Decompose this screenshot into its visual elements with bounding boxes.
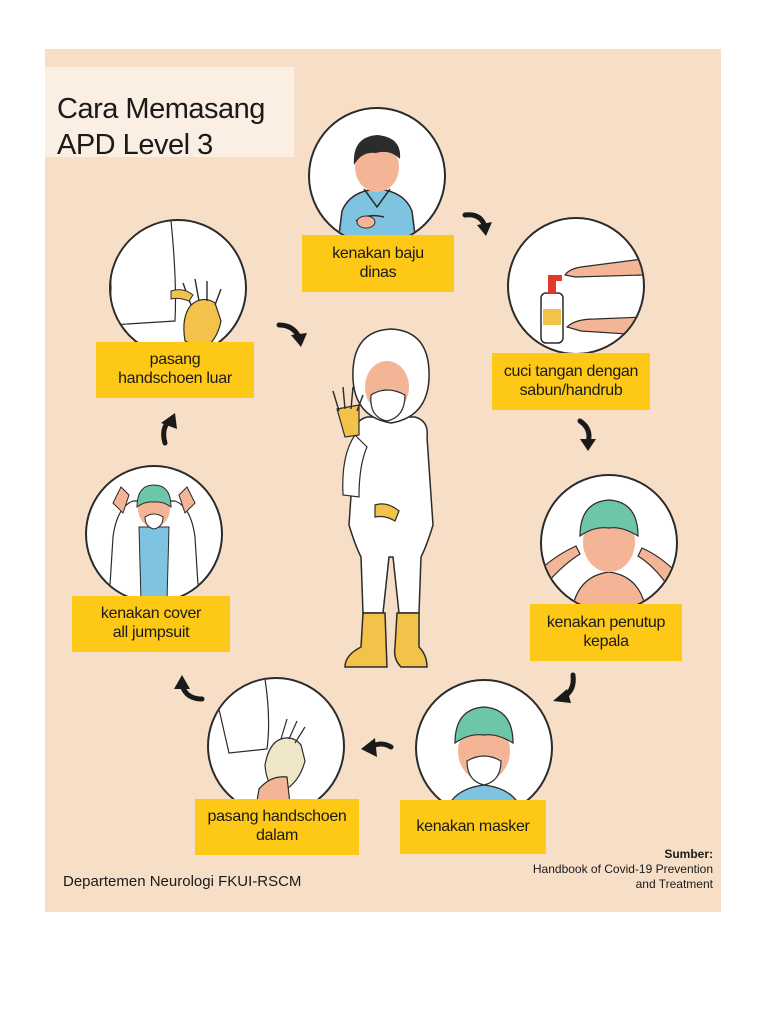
title-box: Cara Memasang APD Level 3 [45, 67, 294, 161]
step-3-label: kenakan penutup kepala [530, 604, 682, 661]
step-5-label: pasang handschoen dalam [195, 799, 359, 855]
source-line-2: and Treatment [635, 877, 713, 891]
step-3-line-2: kepala [583, 632, 629, 650]
step-1-line-2: dinas [359, 263, 397, 281]
step-5-line-2: dalam [255, 827, 299, 844]
step-2-illustration [507, 217, 645, 355]
step-2-label: cuci tangan dengan sabun/handrub [492, 353, 650, 410]
source-line-1: Handbook of Covid-19 Prevention [532, 862, 713, 876]
step-6-line-1: kenakan cover [100, 605, 202, 623]
step-5-illustration [207, 677, 345, 815]
step-7-line-2: handschoen luar [118, 370, 232, 387]
step-6-illustration [85, 465, 223, 603]
step-2-line-1: cuci tangan dengan [503, 362, 639, 380]
flow-arrow-icon [577, 418, 596, 451]
step-6-label: kenakan cover all jumpsuit [72, 596, 230, 652]
title-line-2: APD Level 3 [57, 129, 213, 162]
step-1-line-1: kenakan baju [332, 244, 424, 262]
page-title: Cara Memasang APD Level 3 [57, 91, 265, 164]
ppe-figure-illustration [332, 328, 434, 668]
source-credit: Sumber: Handbook of Covid-19 Prevention … [533, 847, 713, 892]
step-3-illustration [540, 474, 678, 612]
flow-arrow-icon [462, 212, 492, 236]
step-7-line-1: pasang [149, 351, 201, 369]
step-7-label: pasang handschoen luar [96, 342, 254, 398]
infographic-poster: Cara Memasang APD Level 3 kenakan baju d… [45, 49, 721, 912]
department-credit: Departemen Neurologi FKUI-RSCM [63, 873, 302, 890]
step-4-line-1: kenakan masker [416, 817, 530, 835]
step-7-illustration [109, 219, 247, 357]
flow-arrow-icon [276, 322, 307, 347]
step-4-illustration [415, 679, 553, 817]
flow-arrow-icon [174, 675, 205, 702]
step-2-line-2: sabun/handrub [519, 381, 623, 399]
step-5-line-1: pasang handschoen [207, 808, 347, 826]
flow-arrow-icon [553, 672, 576, 703]
step-1-illustration [308, 107, 446, 245]
step-4-label: kenakan masker [400, 800, 546, 854]
flow-arrow-icon [161, 413, 177, 446]
source-label: Sumber: [664, 847, 713, 861]
step-1-label: kenakan baju dinas [302, 235, 454, 292]
step-6-line-2: all jumpsuit [112, 624, 190, 641]
flow-arrow-icon [361, 738, 394, 757]
title-line-1: Cara Memasang [57, 93, 265, 125]
step-3-line-1: kenakan penutup [546, 613, 666, 631]
